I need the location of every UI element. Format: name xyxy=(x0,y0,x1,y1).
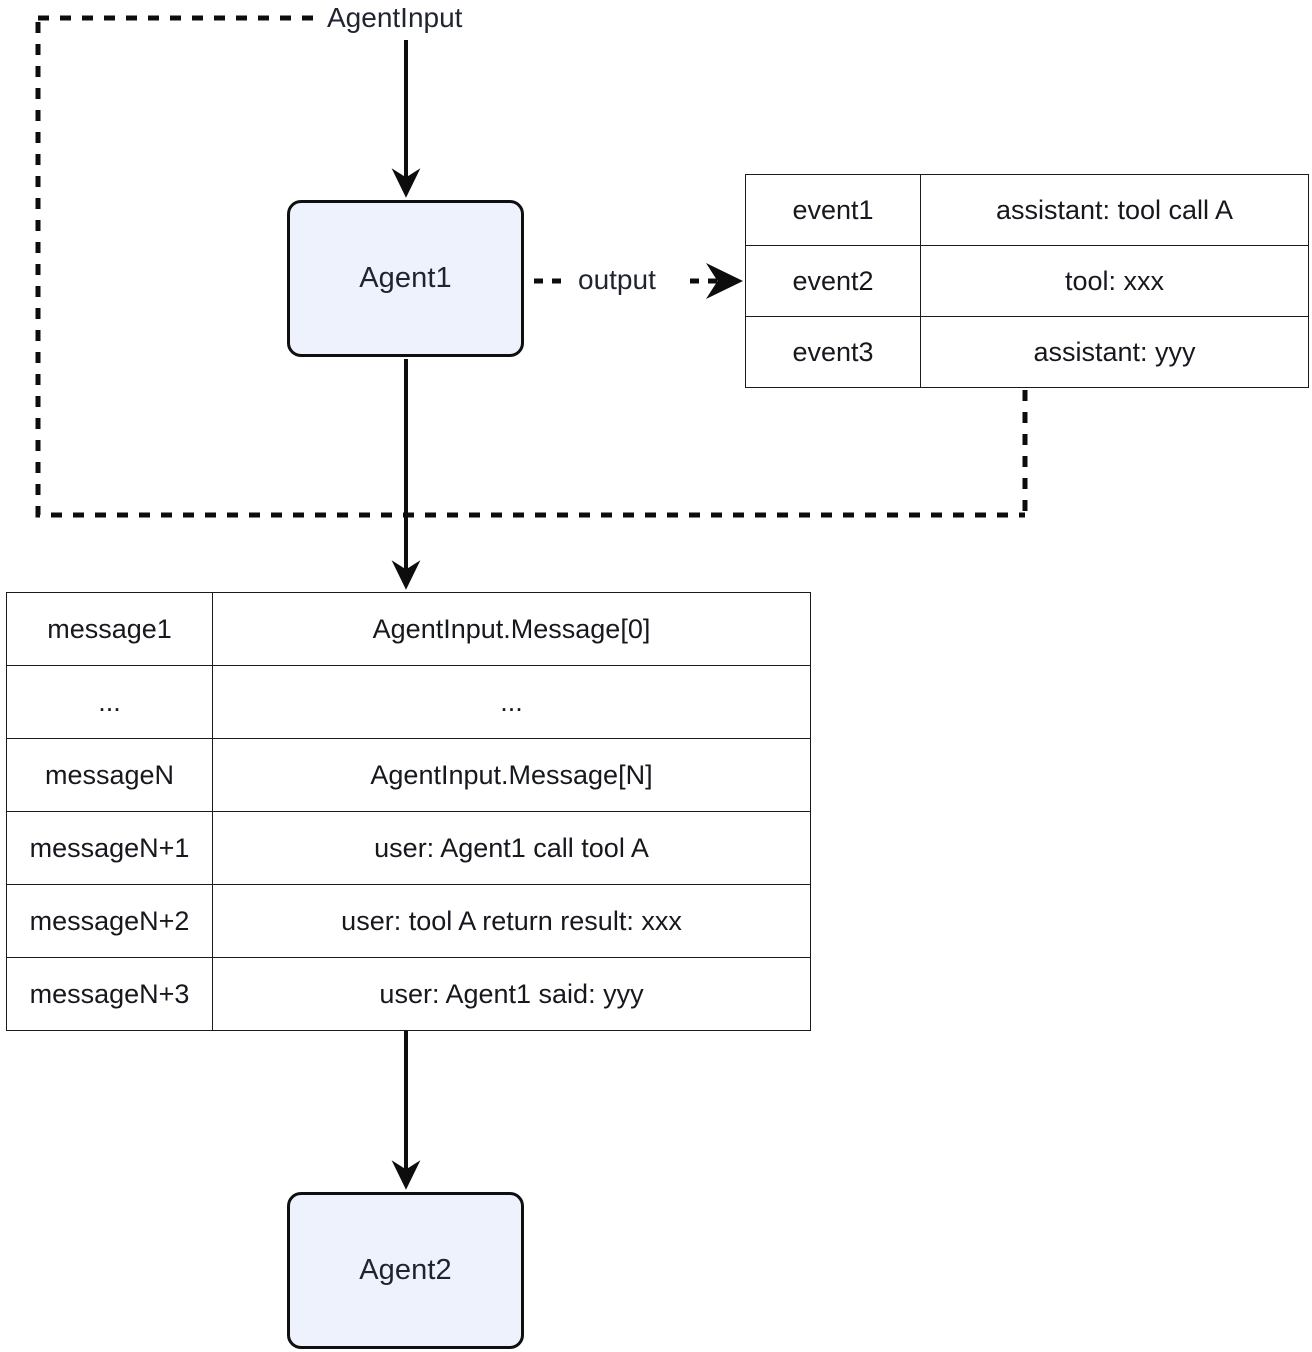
message-key: messageN xyxy=(6,738,213,812)
node-agent2[interactable]: Agent2 xyxy=(287,1192,524,1349)
message-table: message1 AgentInput.Message[0] ... ... m… xyxy=(6,592,811,1031)
event-value: assistant: tool call A xyxy=(920,174,1309,246)
message-key: messageN+1 xyxy=(6,811,213,885)
message-value: AgentInput.Message[0] xyxy=(212,592,811,666)
message-key: ... xyxy=(6,665,213,739)
table-row: messageN+1 user: Agent1 call tool A xyxy=(6,811,811,885)
table-row: messageN AgentInput.Message[N] xyxy=(6,738,811,812)
table-row: ... ... xyxy=(6,665,811,739)
message-key: messageN+3 xyxy=(6,957,213,1031)
message-key: messageN+2 xyxy=(6,884,213,958)
edge-label-agent-input: AgentInput xyxy=(327,2,463,33)
event-value: tool: xxx xyxy=(920,245,1309,317)
table-row: event1 assistant: tool call A xyxy=(745,174,1309,246)
message-value: user: tool A return result: xxx xyxy=(212,884,811,958)
node-agent2-label: Agent2 xyxy=(359,1254,452,1286)
table-row: message1 AgentInput.Message[0] xyxy=(6,592,811,666)
table-row: messageN+2 user: tool A return result: x… xyxy=(6,884,811,958)
message-value: AgentInput.Message[N] xyxy=(212,738,811,812)
message-value: user: Agent1 said: yyy xyxy=(212,957,811,1031)
node-agent1-label: Agent1 xyxy=(359,262,452,294)
node-agent1[interactable]: Agent1 xyxy=(287,200,524,357)
table-row: event3 assistant: yyy xyxy=(745,316,1309,388)
event-key: event1 xyxy=(745,174,921,246)
event-value: assistant: yyy xyxy=(920,316,1309,388)
table-row: messageN+3 user: Agent1 said: yyy xyxy=(6,957,811,1031)
table-row: event2 tool: xxx xyxy=(745,245,1309,317)
event-key: event2 xyxy=(745,245,921,317)
message-key: message1 xyxy=(6,592,213,666)
event-key: event3 xyxy=(745,316,921,388)
message-value: ... xyxy=(212,665,811,739)
event-table: event1 assistant: tool call A event2 too… xyxy=(745,174,1309,388)
message-value: user: Agent1 call tool A xyxy=(212,811,811,885)
edge-label-output: output xyxy=(578,264,656,295)
